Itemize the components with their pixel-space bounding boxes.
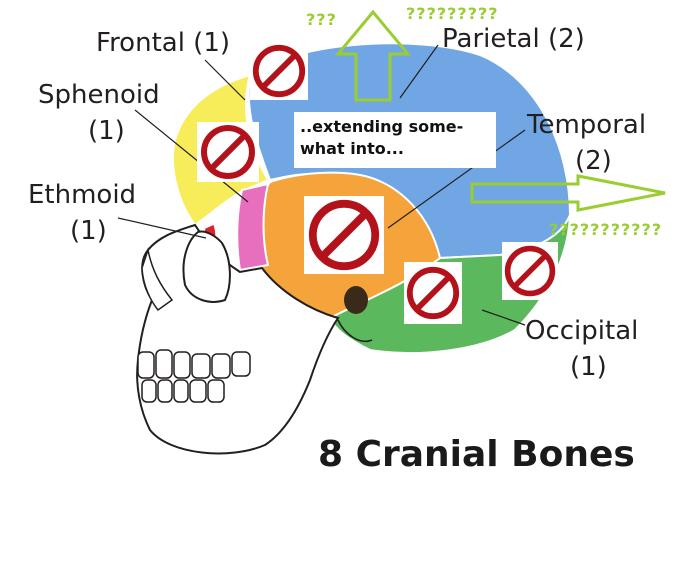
frontal-leader: [204, 59, 246, 101]
temporal-leader: [387, 129, 526, 229]
note-line-2: what into...: [300, 139, 404, 158]
ethmoid-label: Ethmoid: [28, 180, 137, 210]
diagram-title: 8 Cranial Bones: [318, 434, 635, 475]
lower-teeth: [141, 379, 225, 403]
parietal-leader: [399, 44, 439, 99]
extending-note: ..extending some- what into...: [294, 112, 496, 168]
temporal-label: Temporal: [527, 110, 647, 140]
occipital-leader: [481, 309, 526, 326]
no-symbol-icon: [404, 262, 462, 324]
question-marks-top-right: ?????????: [406, 4, 499, 23]
eye-socket: [182, 230, 231, 303]
up-arrow-icon: [334, 9, 412, 102]
temporal-count: (2): [575, 146, 612, 176]
occipital-count: (1): [570, 352, 607, 382]
sphenoid-label: Sphenoid: [38, 80, 160, 110]
sphenoid-bone: [236, 182, 270, 272]
question-marks-right: ???????????: [549, 220, 663, 239]
ear-canal: [344, 286, 368, 314]
sphenoid-leader: [134, 109, 249, 203]
upper-teeth: [137, 349, 251, 379]
question-marks-top-left: ???: [306, 10, 337, 29]
ethmoid-count: (1): [70, 216, 107, 246]
no-symbol-icon: [502, 242, 558, 300]
parietal-label: Parietal (2): [442, 24, 585, 54]
note-line-1: ..extending some-: [300, 117, 464, 136]
nasal-bone: [141, 247, 174, 312]
no-symbol-icon: [304, 196, 384, 274]
frontal-label: Frontal (1): [96, 28, 231, 58]
no-symbol-icon: [197, 122, 259, 182]
right-arrow-icon: [470, 174, 666, 212]
ethmoid-leader: [117, 217, 207, 239]
no-symbol-icon: [250, 42, 308, 100]
sphenoid-count: (1): [88, 116, 125, 146]
occipital-label: Occipital: [525, 316, 639, 346]
mastoid-process: [337, 319, 373, 342]
